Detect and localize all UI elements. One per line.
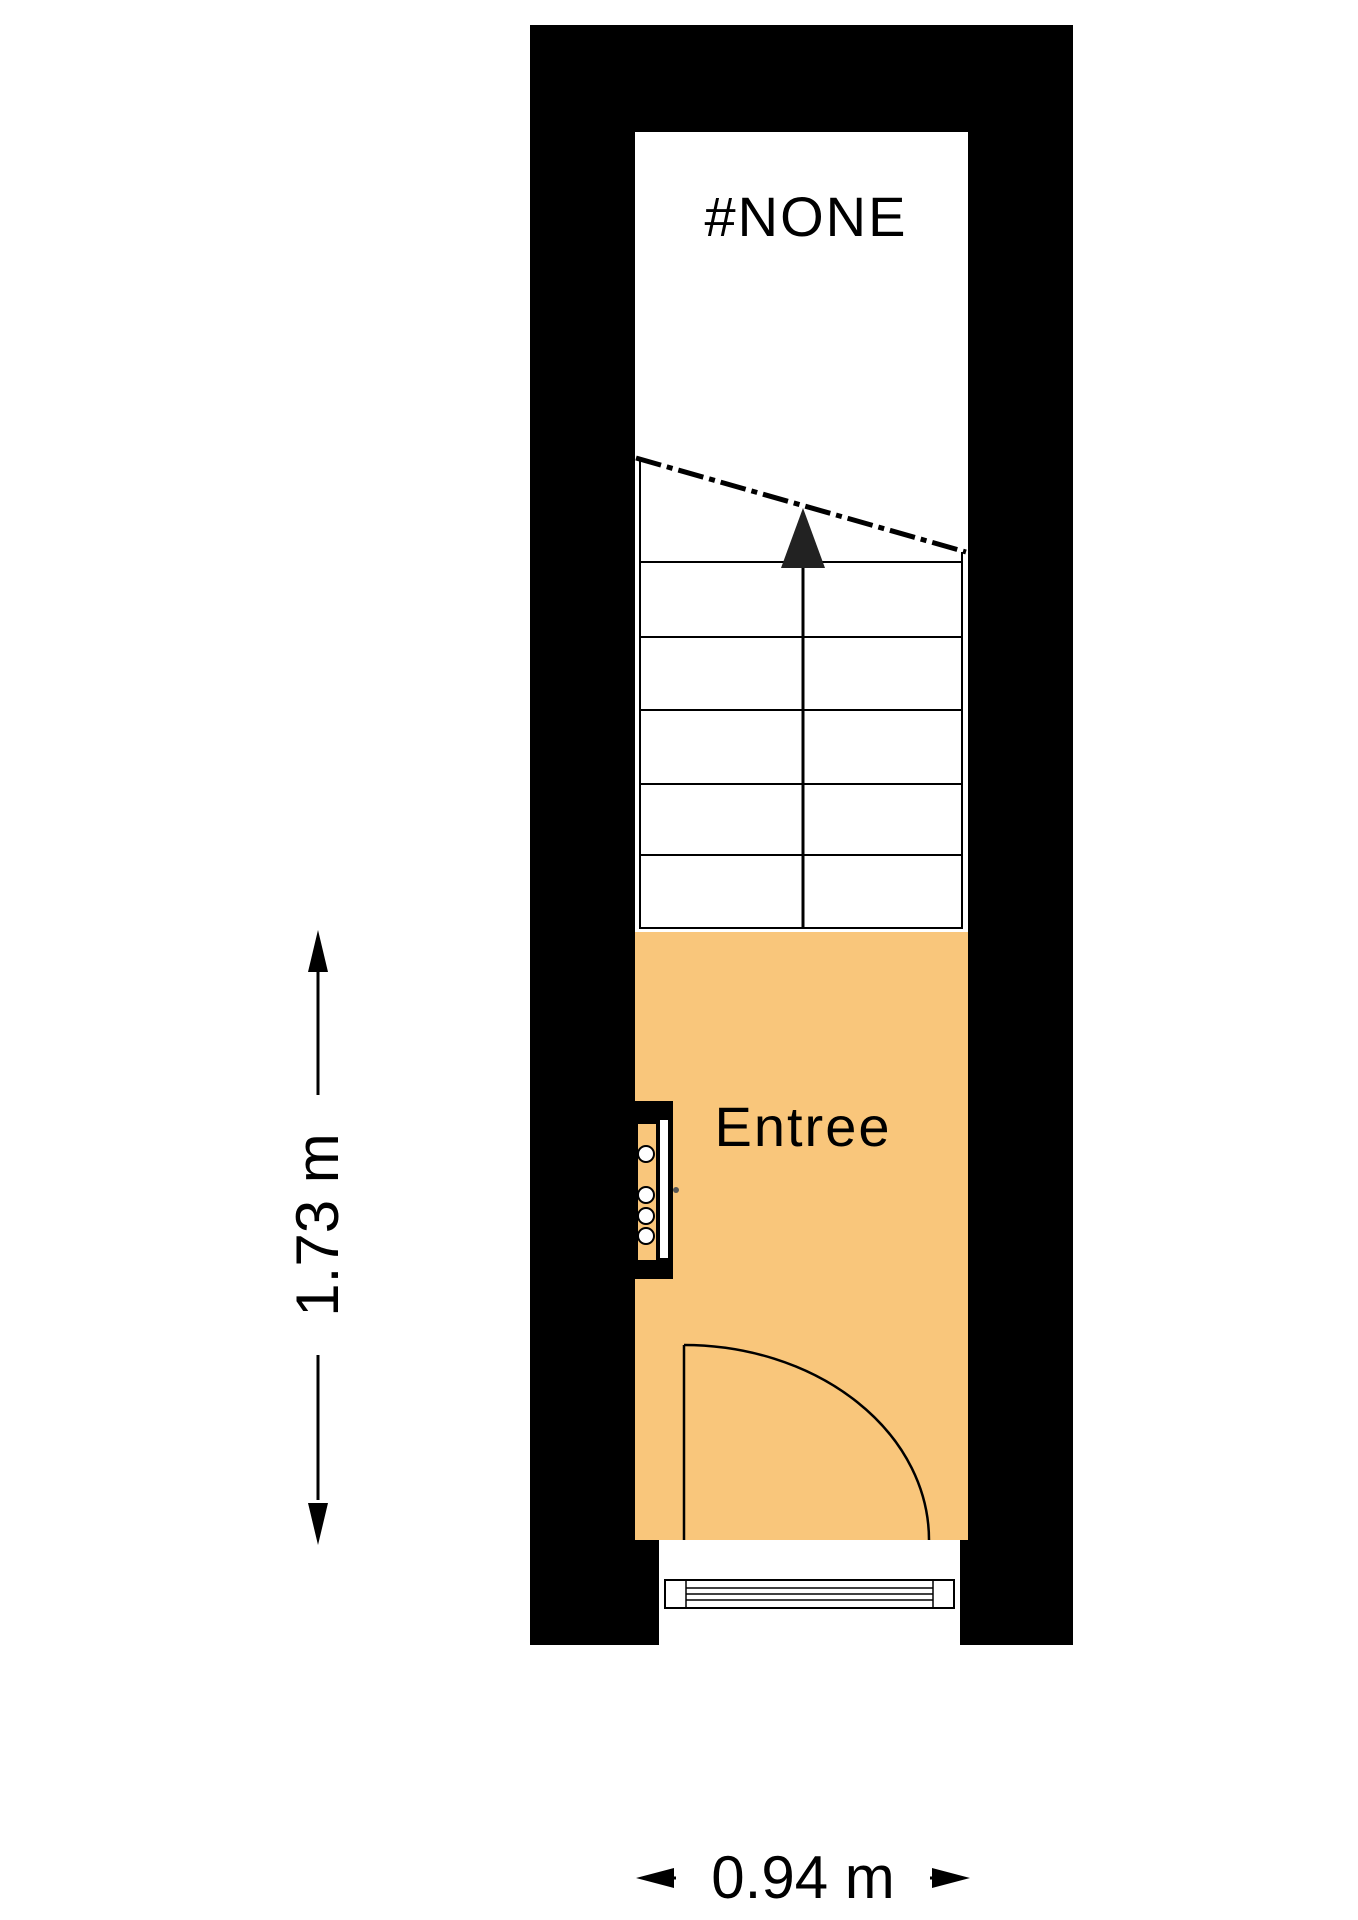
height-dimension: 1.73 m [284,930,351,1545]
width-dimension: 0.94 m [636,1844,970,1911]
dimension-arrow-down-icon [308,1503,328,1545]
stair-cut-line [635,455,967,555]
utility-meter-cabinet-icon [633,1101,679,1279]
wall-left [530,25,635,1645]
stair-direction-arrow-icon [781,508,825,568]
width-dimension-label: 0.94 m [711,1844,894,1911]
door-threshold [659,1540,960,1609]
upper-room-label: #NONE [705,185,908,248]
door-swing-icon [682,1343,931,1541]
wall-bottom-left [530,1540,659,1645]
stair-outline [639,458,963,929]
walls [530,25,1073,1645]
wall-right [968,25,1073,1645]
height-dimension-label: 1.73 m [284,1133,351,1316]
dimension-arrow-right-icon [932,1868,970,1888]
entrance-floor [635,932,968,1540]
wall-top [530,25,1073,132]
dimension-arrow-left-icon [636,1868,674,1888]
dimension-arrow-up-icon [308,930,328,972]
staircase [635,455,967,929]
entrance-room-label: Entree [715,1095,892,1158]
wall-bottom-right [960,1540,1073,1645]
